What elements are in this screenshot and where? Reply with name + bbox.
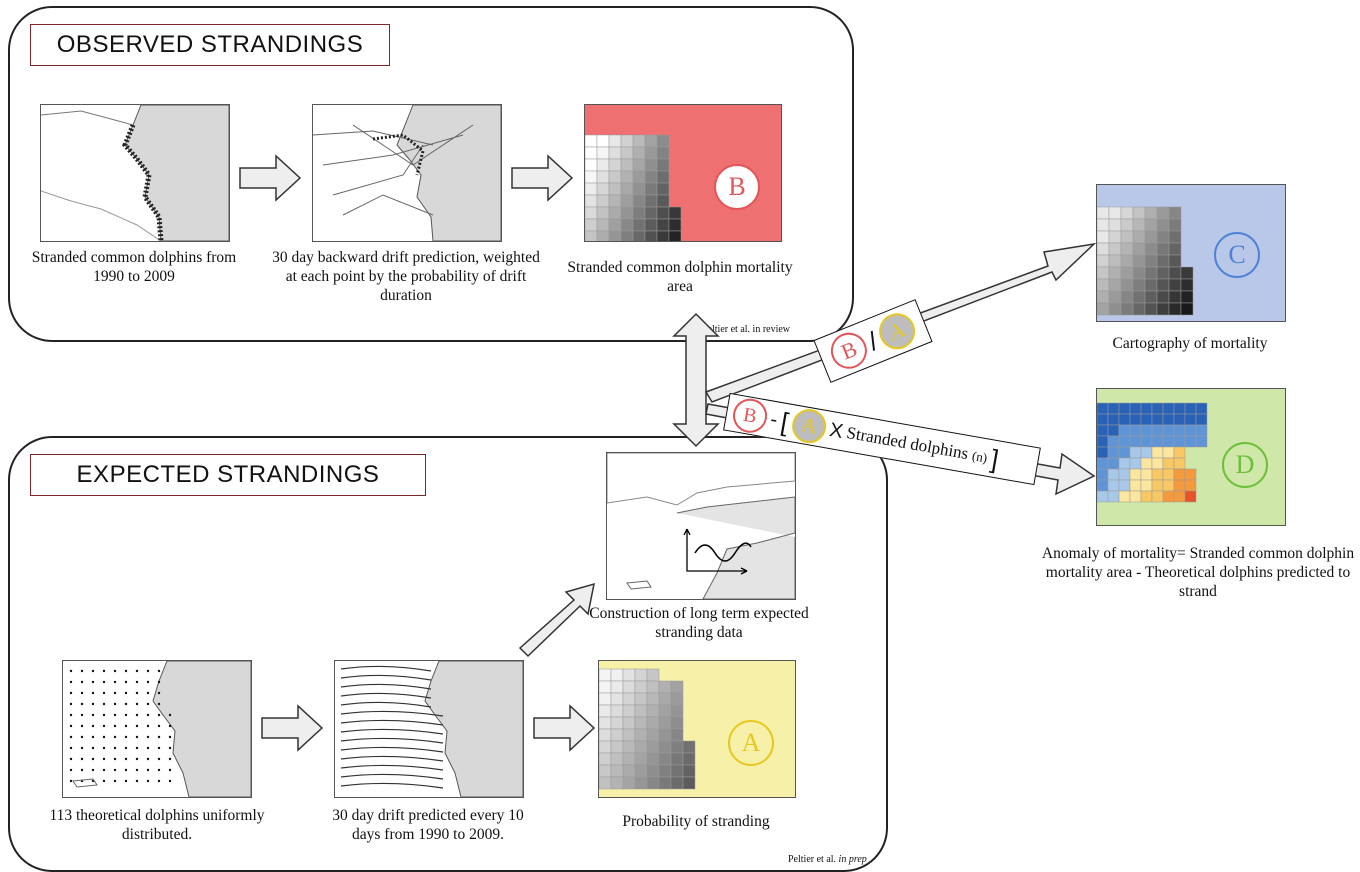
map-long-term-expected <box>606 452 796 600</box>
anomaly-b-icon: B <box>730 396 770 436</box>
map-stranded-dolphins <box>40 104 230 242</box>
caption-forward-drift: 30 day drift predicted every 10 days fro… <box>332 807 524 843</box>
expected-title: EXPECTED STRANDINGS <box>30 454 426 496</box>
caption-backward-drift: 30 day backward drift prediction, weight… <box>272 249 540 304</box>
circle-d-icon: D <box>1222 442 1268 488</box>
map-backward-drift <box>312 104 502 242</box>
circle-c-icon: C <box>1214 232 1260 278</box>
anomaly-bracket-open: [ <box>778 405 792 437</box>
ref-in-review: Peltier et al. in review <box>702 324 791 335</box>
anomaly-bracket-close: ] <box>988 442 1002 474</box>
caption-cartography: Cartography of mortality <box>1112 335 1268 352</box>
observed-title: OBSERVED STRANDINGS <box>30 24 390 66</box>
caption-mortality-area: Stranded common dolphin mortality area <box>567 259 793 295</box>
caption-stranded-dolphins: Stranded common dolphins from 1990 to 20… <box>31 249 237 285</box>
ref-in-prep: Peltier et al. in prep <box>788 854 867 865</box>
map-forward-drift <box>334 660 524 798</box>
circle-b-icon: B <box>714 164 760 210</box>
caption-theoretical-dolphins: 113 theoretical dolphins uniformly distr… <box>49 807 265 843</box>
anomaly-a-icon: A <box>789 406 829 446</box>
caption-long-term-expected: Construction of long term expected stran… <box>589 605 809 641</box>
caption-anomaly: Anomaly of mortality= Stranded common do… <box>1041 545 1355 600</box>
circle-a-icon: A <box>728 720 774 766</box>
map-theoretical-dolphins <box>62 660 252 798</box>
anomaly-minus: - <box>768 408 780 431</box>
anomaly-times: X <box>827 418 845 443</box>
caption-probability-stranding: Probability of stranding <box>622 813 770 830</box>
